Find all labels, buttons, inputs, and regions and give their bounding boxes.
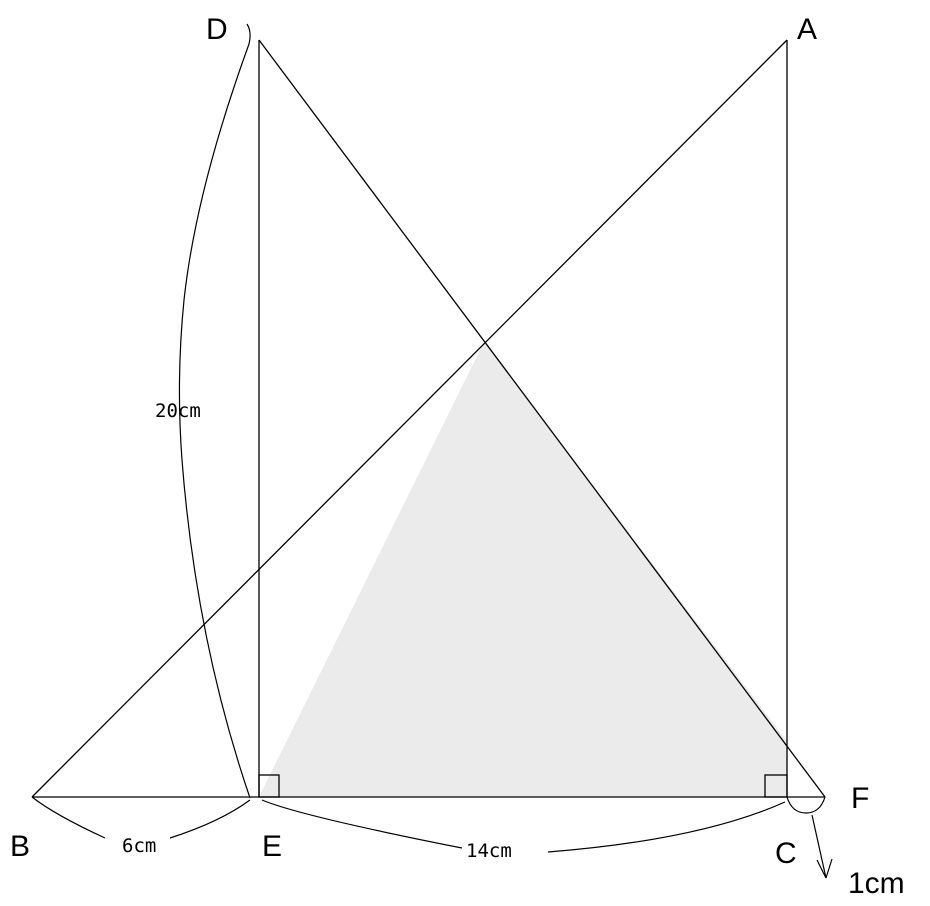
- brace-segment-EC: [261, 799, 786, 853]
- right-angle-marker-C: [764, 774, 788, 798]
- measure-label-1cm: 1cm: [848, 867, 905, 900]
- measure-label-20cm: 20cm: [155, 400, 201, 422]
- brace-segment-CF: [786, 796, 826, 814]
- arrow-to-1cm: [811, 814, 833, 879]
- shaded-region: [259, 342, 787, 797]
- right-angle-marker-E: [258, 774, 280, 798]
- vertex-label-F: F: [851, 782, 869, 815]
- brace-height-DE: [178, 23, 251, 799]
- measure-label-6cm: 6cm: [122, 835, 156, 857]
- side-DF: [258, 39, 826, 798]
- vertex-label-B: B: [10, 830, 30, 863]
- vertex-label-E: E: [262, 830, 282, 863]
- brace-segment-BE: [31, 796, 251, 839]
- vertex-label-A: A: [797, 13, 817, 46]
- measure-label-14cm: 14cm: [466, 840, 512, 862]
- vertex-label-D: D: [206, 13, 228, 46]
- vertex-label-C: C: [775, 837, 797, 870]
- side-BA: [31, 39, 788, 798]
